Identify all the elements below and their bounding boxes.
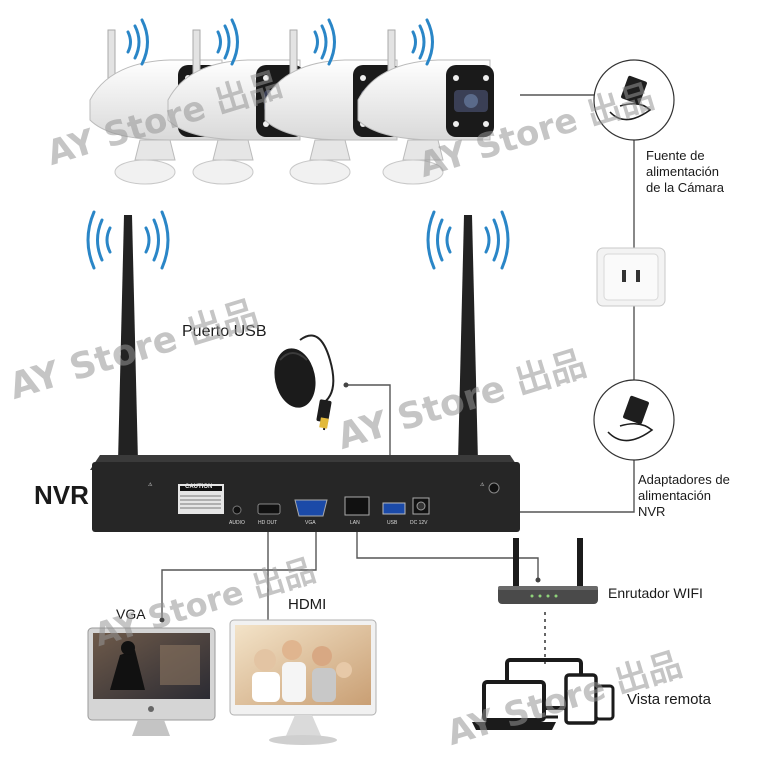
router-icon [498, 538, 598, 604]
port-label-lan: LAN [350, 520, 360, 526]
power-adapter-icon [593, 379, 675, 461]
nvr-caution-label: CAUTION [185, 484, 213, 490]
hdmi-label: HDMI [288, 596, 327, 613]
nvr-device: ⚠ ⚠ [90, 455, 520, 532]
nvr-power-label-line1: Adaptadores de [638, 472, 730, 487]
wifi-wave-icon [313, 18, 336, 66]
power-adapter-icon [593, 59, 675, 141]
antenna-icon [113, 215, 141, 465]
vga-line [161, 528, 317, 620]
remote-view-label: Vista remota [627, 691, 711, 708]
port-label-hdout: HD OUT [258, 520, 278, 526]
tablet-icon [564, 673, 598, 725]
phone-icon [594, 684, 615, 721]
lan-line [356, 528, 539, 582]
camera-power-label-line1: Fuente de [646, 148, 705, 163]
camera-power-label-line3: de la Cámara [646, 180, 725, 195]
router-label: Enrutador WIFI [608, 585, 703, 601]
nvr-power-label-line2: alimentación [638, 488, 711, 503]
port-label-dc: DC 12V [410, 520, 428, 526]
monitor-icon [229, 619, 377, 745]
port-label-audio: AUDIO [229, 520, 245, 526]
wall-outlet-icon [596, 247, 666, 307]
wifi-wave-icon [216, 18, 239, 66]
nvr-label: NVR [34, 480, 89, 510]
usb-port-label: Puerto USB [182, 323, 267, 340]
camera-icon [357, 29, 494, 185]
monitor-icon [87, 627, 216, 736]
nvr-power-label-line3: NVR [638, 504, 666, 519]
wifi-wave-icon [411, 18, 434, 66]
camera-power-label-line2: alimentación [646, 164, 719, 179]
port-label-vga: VGA [305, 520, 316, 526]
antenna-icon [453, 215, 481, 465]
wifi-wave-icon [126, 18, 149, 66]
svg-text:⚠: ⚠ [480, 482, 485, 488]
wifi-wave-icon [86, 210, 170, 270]
wifi-wave-icon [426, 210, 510, 270]
svg-text:⚠: ⚠ [148, 482, 153, 488]
port-label-usb: USB [387, 520, 398, 526]
vga-label: VGA [116, 606, 146, 622]
mouse-icon [274, 334, 335, 431]
laptop-icon [472, 680, 556, 730]
